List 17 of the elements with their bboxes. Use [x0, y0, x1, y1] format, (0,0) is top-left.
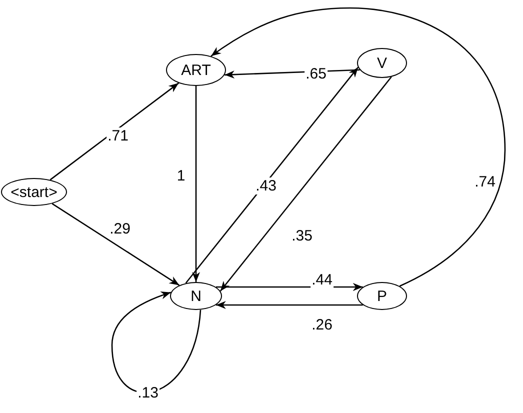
state-ellipse: N: [170, 282, 222, 310]
arrow: [224, 69, 360, 79]
state-ellipse: ART: [166, 54, 226, 86]
arrow: [216, 301, 363, 309]
state-ellipse: <start>: [1, 178, 67, 206]
arrow: [192, 86, 200, 282]
arrow: [52, 203, 180, 286]
edge-label: .43: [254, 178, 278, 194]
arrow: [50, 82, 180, 180]
state-ellipse: V: [357, 48, 407, 78]
edge-label: .44: [310, 272, 334, 288]
arrow: [216, 283, 363, 291]
state-ellipse: P: [357, 282, 407, 310]
arrow: [220, 76, 392, 292]
arrow: [111, 292, 202, 394]
arrow: [210, 7, 506, 287]
arrow: [185, 66, 359, 284]
